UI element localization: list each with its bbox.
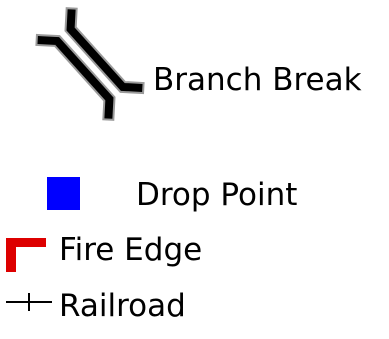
legend-label-branch-break: Branch Break bbox=[153, 62, 362, 98]
legend-label-drop-point: Drop Point bbox=[136, 177, 298, 213]
fire-edge-icon bbox=[6, 238, 46, 272]
legend-item-fire-edge: Fire Edge bbox=[0, 220, 389, 272]
legend-item-branch-break: Branch Break bbox=[0, 0, 389, 130]
legend-item-drop-point: Drop Point bbox=[0, 165, 389, 215]
legend-item-railroad: Railroad bbox=[0, 276, 389, 326]
legend-label-fire-edge: Fire Edge bbox=[59, 232, 203, 268]
branch-break-icon bbox=[32, 4, 148, 124]
legend-label-railroad: Railroad bbox=[59, 288, 186, 324]
railroad-icon bbox=[6, 293, 52, 311]
blue-square-icon bbox=[47, 177, 80, 210]
